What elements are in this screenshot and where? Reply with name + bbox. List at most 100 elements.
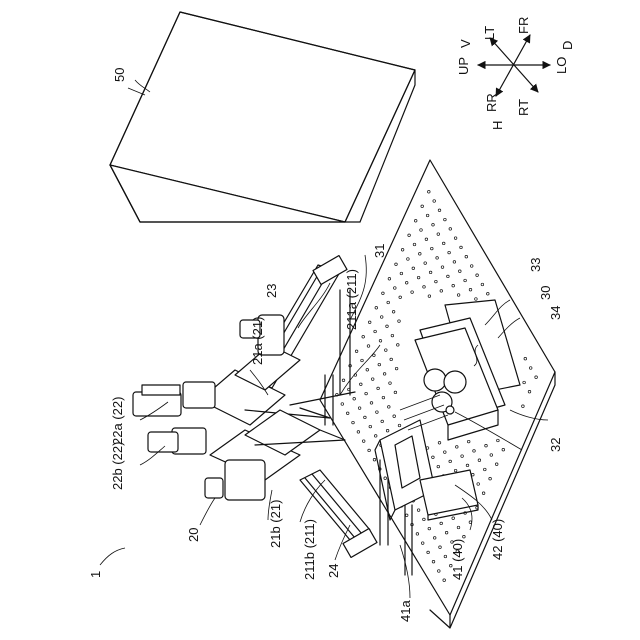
plate-hole	[453, 261, 456, 264]
plate-hole	[367, 345, 370, 348]
plate-hole	[405, 282, 408, 285]
plate-hole	[358, 407, 361, 410]
compass-rt: RT	[516, 99, 531, 116]
dish-2	[444, 371, 466, 393]
plate-hole	[443, 579, 446, 582]
plate-hole	[346, 412, 349, 415]
plate-hole	[495, 463, 498, 466]
plate-hole	[477, 483, 480, 486]
plate-hole	[528, 390, 531, 393]
plate-hole	[437, 465, 440, 468]
plate-hole	[417, 509, 420, 512]
plate-hole	[438, 570, 441, 573]
plate-hole	[454, 237, 457, 240]
plate-hole	[497, 439, 500, 442]
plate-hole	[438, 209, 441, 212]
plate-hole	[361, 359, 364, 362]
plate-hole	[460, 246, 463, 249]
label-34: 34	[548, 306, 563, 320]
plate-hole	[444, 218, 447, 221]
label-211a: 211a (211)	[344, 269, 359, 330]
plate-hole	[395, 367, 398, 370]
plate-hole	[440, 290, 443, 293]
plate-hole	[379, 340, 382, 343]
plate-hole	[386, 325, 389, 328]
label-21a: 21a (21)	[250, 317, 265, 365]
plate-hole	[473, 450, 476, 453]
plate-hole	[374, 435, 377, 438]
label-30: 30	[538, 286, 553, 300]
plate-hole	[386, 429, 389, 432]
plate-hole	[432, 224, 435, 227]
motor-block-lower	[225, 460, 265, 500]
plate-hole	[454, 469, 457, 472]
plate-hole	[398, 320, 401, 323]
motor-block-cap	[205, 478, 223, 498]
label-211b: 211b (211)	[302, 519, 317, 580]
plate-hole	[459, 270, 462, 273]
plate-hole	[456, 446, 459, 449]
plate-hole	[407, 258, 410, 261]
plate-hole	[413, 243, 416, 246]
plate-hole	[433, 200, 436, 203]
plate-hole	[384, 477, 387, 480]
plate-hole	[368, 321, 371, 324]
plate-hole	[428, 191, 431, 194]
plate-hole	[381, 420, 384, 423]
label-41: 41 (40)	[450, 539, 465, 580]
motor-22a-body	[183, 382, 215, 408]
plate-hole	[371, 378, 374, 381]
label-31: 31	[372, 244, 387, 258]
plate-hole	[393, 415, 396, 418]
plate-hole	[365, 392, 368, 395]
label-32: 32	[548, 438, 563, 452]
compass-rr: RR	[484, 93, 499, 112]
label-20: 20	[186, 528, 201, 542]
plate-hole	[461, 455, 464, 458]
plate-hole	[366, 369, 369, 372]
plate-hole	[432, 456, 435, 459]
plate-hole	[425, 238, 428, 241]
plate-hole	[524, 357, 527, 360]
label-24: 24	[326, 564, 341, 578]
plate-hole	[466, 464, 469, 467]
plate-hole	[437, 233, 440, 236]
plate-hole	[465, 255, 468, 258]
plate-hole	[529, 367, 532, 370]
plate-hole	[476, 274, 479, 277]
plate-hole	[383, 373, 386, 376]
plate-hole	[395, 263, 398, 266]
plate-hole	[342, 379, 345, 382]
plate-hole	[394, 287, 397, 290]
plate-hole	[436, 257, 439, 260]
plate-hole	[355, 350, 358, 353]
plate-hole	[360, 383, 363, 386]
plate-hole	[447, 275, 450, 278]
plate-hole	[416, 533, 419, 536]
plate-hole	[489, 477, 492, 480]
plate-hole	[444, 555, 447, 558]
plate-hole	[449, 460, 452, 463]
plate-hole	[401, 249, 404, 252]
plate-hole	[423, 286, 426, 289]
plate-hole	[484, 468, 487, 471]
compass-up: UP	[456, 57, 471, 75]
plate-hole	[388, 278, 391, 281]
plate-hole	[400, 272, 403, 275]
plate-hole	[382, 396, 385, 399]
label-42: 42 (40)	[490, 519, 505, 560]
plate-hole	[427, 551, 430, 554]
compass-lo: LO	[554, 57, 569, 74]
plate-hole	[408, 234, 411, 237]
plate-hole	[390, 358, 393, 361]
plate-hole	[411, 291, 414, 294]
plate-hole	[414, 220, 417, 223]
plate-hole	[469, 288, 472, 291]
plate-hole	[421, 542, 424, 545]
label-41a: 41a	[398, 600, 413, 622]
plate-hole	[352, 421, 355, 424]
plate-hole	[485, 444, 488, 447]
label-21b: 21b (21)	[268, 500, 283, 548]
plate-hole	[377, 387, 380, 390]
